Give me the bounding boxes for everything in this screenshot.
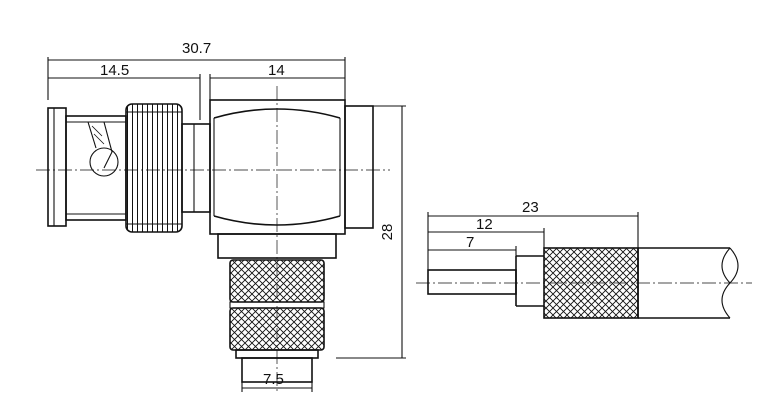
bnc-knurled-nut xyxy=(125,103,183,233)
dimension-overall-length: 30.7 xyxy=(47,40,346,100)
right-angle-body xyxy=(209,99,374,235)
dim-cable-strip-mid-label: 12 xyxy=(476,216,493,233)
dimension-cable-strip-inner: 7 xyxy=(428,234,517,256)
dim-body-width-label: 14 xyxy=(268,62,285,79)
dimension-cable-strip-total: 23 xyxy=(427,199,639,270)
dimension-bnc-section: 14.5 xyxy=(48,62,201,120)
dim-cable-strip-inner-label: 7 xyxy=(466,234,474,251)
dimension-height: 28 xyxy=(336,105,406,359)
dim-height-label: 28 xyxy=(379,224,396,241)
dim-cable-strip-total-label: 23 xyxy=(522,199,539,216)
cable-ferrule xyxy=(217,233,337,383)
dim-ferrule-width-label: 7.5 xyxy=(263,371,284,388)
dim-bnc-section-label: 14.5 xyxy=(100,62,129,79)
dimension-body-width: 14 xyxy=(209,62,345,100)
dim-overall-length-label: 30.7 xyxy=(182,40,211,57)
bnc-connector-head xyxy=(47,107,127,227)
dimension-ferrule-width: 7.5 xyxy=(241,371,313,392)
bnc-neck xyxy=(181,123,211,213)
dimension-cable-strip-mid: 12 xyxy=(428,216,545,248)
